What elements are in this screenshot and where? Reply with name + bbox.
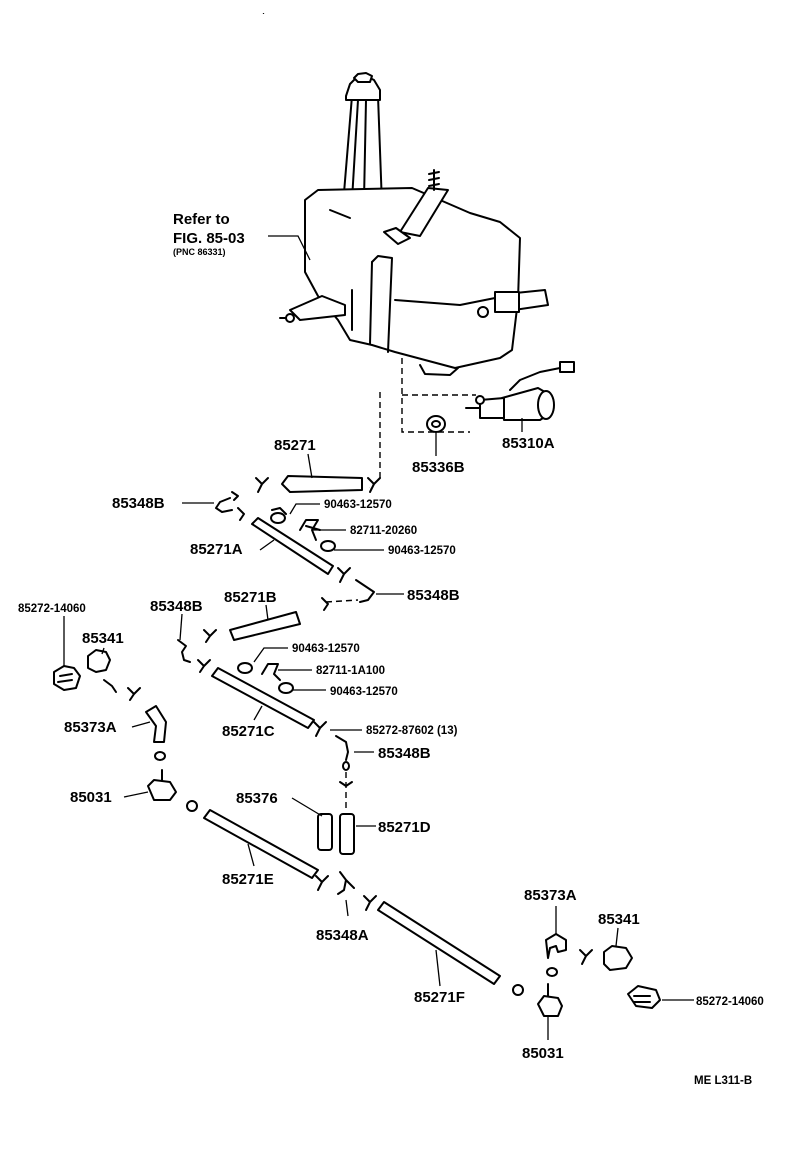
clamp-90463-d xyxy=(278,682,294,694)
clip-82711-20260 xyxy=(299,519,321,541)
label-85376: 85376 xyxy=(236,790,278,807)
elbow-85348B-lower xyxy=(335,735,353,812)
hose-85271A xyxy=(251,517,334,575)
label-85271F: 85271F xyxy=(414,989,465,1006)
clip-upper-right xyxy=(337,567,351,583)
label-90463-12570-1: 90463-12570 xyxy=(324,499,392,511)
clip-82711-1A100 xyxy=(261,663,281,681)
label-85031-right: 85031 xyxy=(522,1045,564,1062)
washer-tank xyxy=(279,72,549,376)
clamp-90463-a xyxy=(270,507,287,524)
label-85271E: 85271E xyxy=(222,871,274,888)
pump-dash-line xyxy=(401,358,476,433)
label-85373A-right: 85373A xyxy=(524,887,577,904)
elbow-85348B-right xyxy=(321,579,375,611)
hose-85271E xyxy=(203,809,319,879)
label-pnc-86331: (PNC 86331) xyxy=(173,247,226,257)
label-refer-to: Refer to xyxy=(173,211,230,228)
hose-clips-upper xyxy=(255,477,381,493)
clamp-90463-c xyxy=(237,662,253,674)
label-85336B: 85336B xyxy=(412,459,465,476)
label-85271: 85271 xyxy=(274,437,316,454)
label-82711-20260: 82711-20260 xyxy=(350,525,417,537)
nozzle-assembly-left xyxy=(53,649,198,812)
label-85272-87602: 85272-87602 (13) xyxy=(366,725,458,737)
label-fig-85-03: FIG. 85-03 xyxy=(173,230,245,247)
label-85341-left: 85341 xyxy=(82,630,124,647)
label-85348B-1: 85348B xyxy=(112,495,165,512)
label-85310A: 85310A xyxy=(502,435,555,452)
figure-code: ME L311-B xyxy=(694,1075,752,1087)
leader-lines xyxy=(63,235,694,1040)
label-85272-14060-left: 85272-14060 xyxy=(18,603,86,615)
hose-85271D xyxy=(339,813,355,855)
tank-hose-dash xyxy=(369,392,381,489)
label-90463-12570-4: 90463-12570 xyxy=(330,686,398,698)
label-85271C: 85271C xyxy=(222,723,275,740)
elbow-85348B-upper xyxy=(215,491,245,521)
label-90463-12570-3: 90463-12570 xyxy=(292,643,360,655)
nozzle-assembly-right xyxy=(512,933,661,1017)
label-85271D: 85271D xyxy=(378,819,431,836)
label-85271B: 85271B xyxy=(224,589,277,606)
hose-85271 xyxy=(281,475,363,493)
clip-85272-87602 xyxy=(313,721,327,737)
grommet-85336B xyxy=(426,415,446,433)
clamp-90463-b xyxy=(320,540,336,552)
stray-mark: ˙ xyxy=(262,12,265,22)
washer-pump xyxy=(465,361,575,421)
label-85348B-4: 85348B xyxy=(378,745,431,762)
label-85341-right: 85341 xyxy=(598,911,640,928)
label-82711-1A100: 82711-1A100 xyxy=(316,665,385,677)
elbow-85348B-mid xyxy=(177,629,217,673)
hose-85271B xyxy=(229,611,301,641)
hose-85376 xyxy=(317,813,333,851)
label-85348B-2: 85348B xyxy=(407,587,460,604)
label-85031-left: 85031 xyxy=(70,789,112,806)
label-85271A: 85271A xyxy=(190,541,243,558)
hose-85271C xyxy=(211,667,315,729)
tee-85348A xyxy=(315,871,377,911)
label-85348B-3: 85348B xyxy=(150,598,203,615)
label-85348A: 85348A xyxy=(316,927,369,944)
label-85272-14060-right: 85272-14060 xyxy=(696,996,764,1008)
hose-85271F xyxy=(377,901,501,985)
label-90463-12570-2: 90463-12570 xyxy=(388,545,456,557)
label-85373A-left: 85373A xyxy=(64,719,117,736)
